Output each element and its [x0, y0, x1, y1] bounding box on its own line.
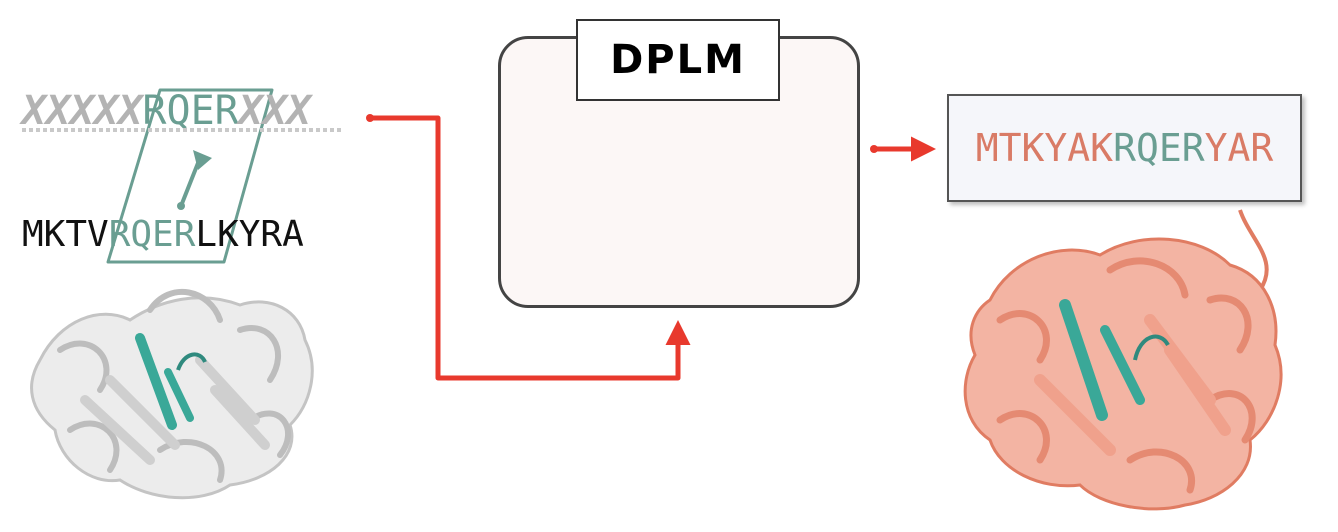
masked-motif: RQER: [142, 88, 239, 134]
masked-prefix: XXXXX: [22, 88, 143, 134]
input-motif-strand: [135, 333, 177, 430]
motif-arrow-shaft: [179, 156, 202, 208]
output-motif-strand: [1059, 299, 1108, 421]
model-to-output-arrow: [870, 136, 936, 162]
source-prefix: MKTV: [22, 214, 109, 255]
source-sequence: MKTVRQERLKYRA: [22, 214, 304, 256]
output-motif-strand: [1100, 325, 1145, 405]
input-motif-strand: [164, 368, 194, 422]
masked-sequence: XXXXXRQERXXX: [22, 88, 311, 134]
output-prefix: MTKYAK: [975, 126, 1114, 170]
model-box: [498, 36, 860, 308]
motif-extraction-frame: [106, 88, 274, 264]
output-sequence-box: MTKYAKRQERYAR: [947, 94, 1302, 202]
output-motif: RQER: [1113, 126, 1205, 170]
masked-suffix: XXX: [238, 88, 311, 134]
source-motif: RQER: [108, 214, 196, 255]
motif-arrow-head: [193, 150, 212, 170]
model-title: DPLM: [576, 19, 780, 101]
output-suffix: YAR: [1204, 126, 1274, 170]
masked-underline: [22, 128, 344, 132]
input-protein-structure: [30, 289, 314, 500]
output-sequence: MTKYAKRQERYAR: [976, 126, 1273, 170]
source-suffix: LKYRA: [195, 214, 304, 255]
input-to-model-arrow: [366, 114, 691, 381]
output-protein-structure: [963, 209, 1283, 511]
